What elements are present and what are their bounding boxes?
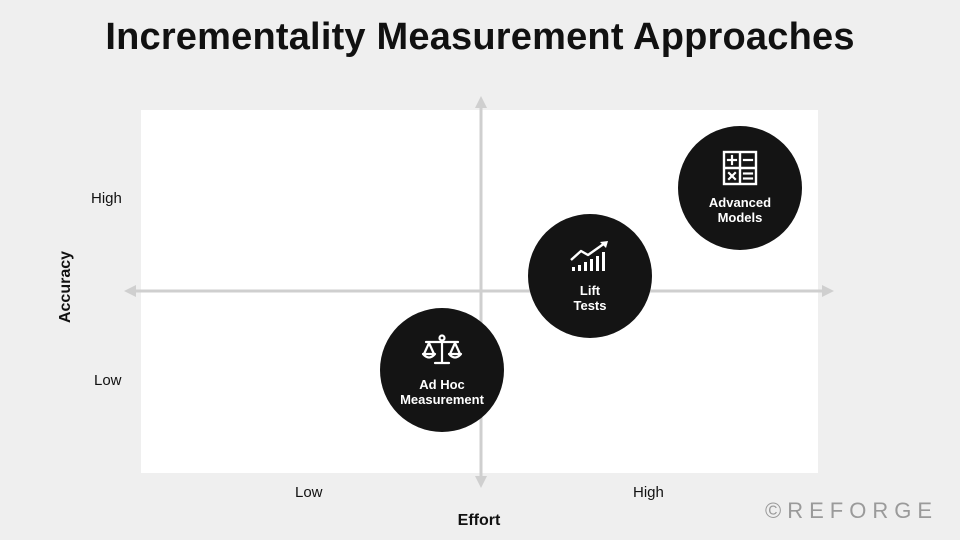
lift-tests-bubble: Lift Tests [528, 214, 652, 338]
page-title: Incrementality Measurement Approaches [105, 16, 855, 58]
horizontal-axis-arrow-left [124, 285, 136, 297]
y-axis-title: Accuracy [57, 250, 74, 324]
calculator-icon [722, 150, 758, 186]
reforge-logo: ©REFORGE [765, 498, 938, 523]
ad-hoc-measurement-bubble: Ad Hoc Measurement [380, 308, 504, 432]
horizontal-axis-arrow-right [822, 285, 834, 297]
vertical-axis-arrow-bottom [475, 476, 487, 488]
x-axis-low-label: Low [295, 484, 323, 501]
bubble-label: Lift Tests [573, 283, 607, 313]
growth-chart-icon [569, 239, 611, 273]
vertical-axis-arrow-top [475, 96, 487, 108]
x-axis-title: Effort [457, 512, 501, 529]
advanced-models-bubble: Advanced Models [678, 126, 802, 250]
bubble-label: Ad Hoc Measurement [400, 377, 484, 407]
y-axis-low-label: Low [94, 372, 122, 389]
x-axis-high-label: High [633, 484, 664, 501]
bubble-label: Advanced Models [708, 195, 772, 225]
y-axis-high-label: High [91, 190, 122, 207]
scales-icon [421, 333, 463, 367]
